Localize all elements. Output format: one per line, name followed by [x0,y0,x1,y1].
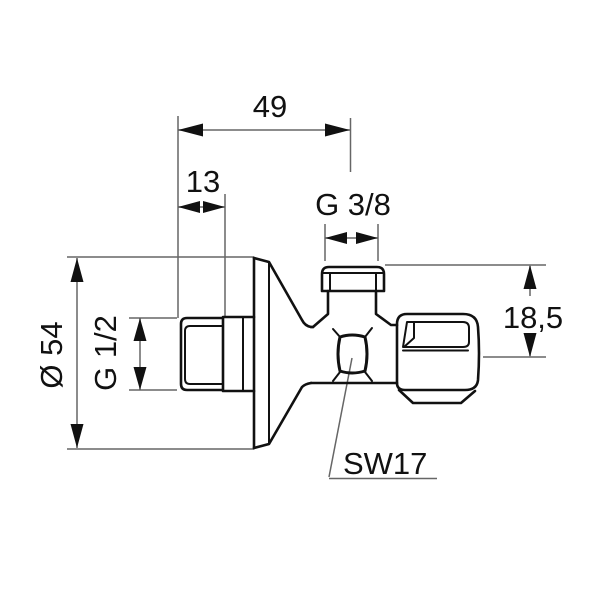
arrow-49-right [325,123,350,137]
arrow-185-down [523,333,537,357]
body-neck-left-upper [332,328,341,338]
leader-line-sw17 [328,357,353,478]
valve-outline [179,256,481,450]
handle-panel [402,321,470,348]
dim-label-g38: G 3/8 [315,187,391,222]
arrow-13-right [203,201,225,213]
arrow-g38-right [356,232,378,244]
dim-label-185: 18,5 [503,300,563,335]
arrow-g38-left [325,232,347,244]
dim-label-g12: G 1/2 [88,315,123,391]
dimension-lines [67,116,546,480]
body-top-left [309,289,330,329]
body-neck-left-lower [332,371,341,382]
rosette-bottom-profile [252,381,313,450]
body-neck-right-lower [364,371,373,382]
dim-label-49: 49 [253,89,287,124]
body-top-right [374,289,399,327]
g12-thread-inner [184,325,224,385]
g38-thread-outline [320,265,386,293]
dim-label-13: 13 [186,164,220,199]
dimension-labels: 49 13 G 3/8 Ø 54 G 1/2 18,5 SW17 [34,89,563,481]
arrow-185-up [523,265,537,289]
body-neck-right-upper [364,327,373,338]
arrow-13-left [178,201,200,213]
sw17-hex-body [336,333,369,375]
dim-label-sw17: SW17 [343,446,427,481]
arrow-49-left [178,123,203,137]
arrow-d54-top [70,258,84,282]
arrow-g12-bottom [133,367,147,390]
handle-outline [395,312,481,392]
rosette-top-profile [252,256,315,329]
dim-label-d54: Ø 54 [34,321,69,388]
arrow-g12-top [133,318,147,341]
g12-thread-outline [179,316,225,392]
handle-panel-step [403,322,415,348]
arrow-d54-bottom [70,424,84,448]
handle-skirt [397,388,477,405]
